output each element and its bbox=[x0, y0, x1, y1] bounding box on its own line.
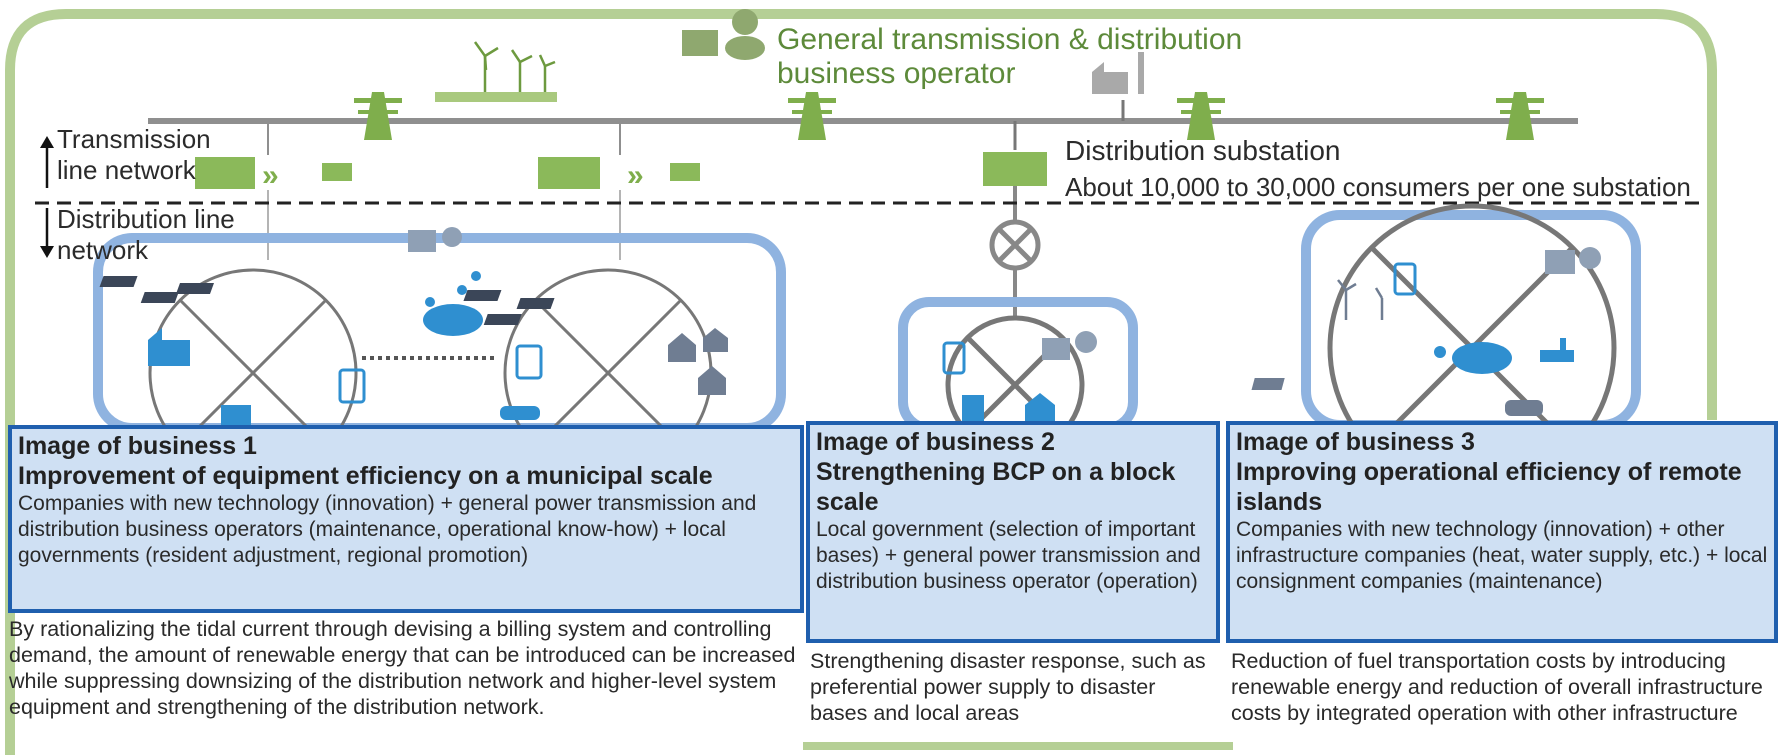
operator-icon bbox=[1545, 247, 1601, 274]
switch-icon bbox=[989, 219, 1041, 271]
solar-panel-icon bbox=[99, 276, 555, 325]
business1-title: Improvement of equipment efficiency on a… bbox=[18, 462, 713, 490]
business3-parties: Companies with new technology (innovatio… bbox=[1236, 518, 1768, 593]
business3-heading: Image of business 3 bbox=[1236, 428, 1475, 456]
business2-description: Strengthening disaster response, such as… bbox=[810, 649, 1206, 725]
svg-text:»: » bbox=[627, 159, 644, 192]
power-plant-row bbox=[435, 92, 557, 102]
business2-title: Strengthening BCP on a block scale bbox=[816, 458, 1176, 516]
business2-parties: Local government (selection of important… bbox=[816, 518, 1201, 593]
operator-icon bbox=[682, 9, 765, 60]
transmission-tower-icon bbox=[1496, 92, 1544, 140]
business1-heading: Image of business 1 bbox=[18, 432, 257, 460]
transmission-tower-icon bbox=[788, 92, 836, 140]
operator-title: General transmission & distribution busi… bbox=[777, 23, 1243, 90]
battery-icon bbox=[1393, 262, 1417, 296]
business2-box: Image of business 2 Strengthening BCP on… bbox=[806, 421, 1220, 643]
wind-turbine-icon bbox=[1337, 279, 1384, 320]
business3-title: Improving operational efficiency of remo… bbox=[1236, 458, 1742, 516]
cloud-network-icon bbox=[423, 271, 483, 336]
bottom-strip bbox=[803, 742, 1233, 750]
business3-frame bbox=[1301, 210, 1641, 430]
operator-icon bbox=[1042, 331, 1097, 360]
battery-icon bbox=[338, 344, 543, 404]
business1-description: By rationalizing the tidal current throu… bbox=[9, 617, 796, 719]
outer-frame bbox=[5, 9, 1717, 755]
business3-box: Image of business 3 Improving operationa… bbox=[1226, 421, 1778, 643]
factory-icon bbox=[148, 328, 251, 425]
business2-heading: Image of business 2 bbox=[816, 428, 1055, 456]
substation-subtitle: About 10,000 to 30,000 consumers per one… bbox=[1065, 172, 1691, 202]
house-icon bbox=[962, 393, 1055, 425]
substation-icon: » bbox=[195, 157, 352, 192]
transmission-tower-icon bbox=[354, 92, 402, 140]
substation-title: Distribution substation bbox=[1065, 135, 1341, 166]
solar-panel-icon bbox=[1251, 378, 1285, 390]
operator-icon bbox=[408, 227, 462, 252]
house-icon bbox=[668, 328, 728, 395]
transmission-tower-icon bbox=[1177, 92, 1225, 140]
water-tap-icon bbox=[1540, 338, 1574, 362]
electric-car-icon bbox=[1505, 400, 1543, 416]
wind-turbine-icon bbox=[473, 41, 556, 92]
svg-text:»: » bbox=[262, 159, 279, 192]
transmission-network-label: Transmission line network bbox=[57, 124, 211, 185]
substation-icon bbox=[983, 152, 1047, 186]
battery-icon bbox=[942, 341, 966, 375]
business3-description: Reduction of fuel transportation costs b… bbox=[1231, 649, 1763, 725]
distribution-network-label: Distribution line network bbox=[57, 204, 235, 265]
cloud-network-icon bbox=[1434, 342, 1512, 374]
factory-icon bbox=[1092, 52, 1144, 94]
business1-parties: Companies with new technology (innovatio… bbox=[18, 492, 757, 567]
substation-icon: » bbox=[538, 157, 700, 192]
business1-box: Image of business 1 Improvement of equip… bbox=[8, 425, 804, 613]
electric-car-icon bbox=[500, 406, 540, 420]
business2-frame bbox=[898, 297, 1138, 433]
